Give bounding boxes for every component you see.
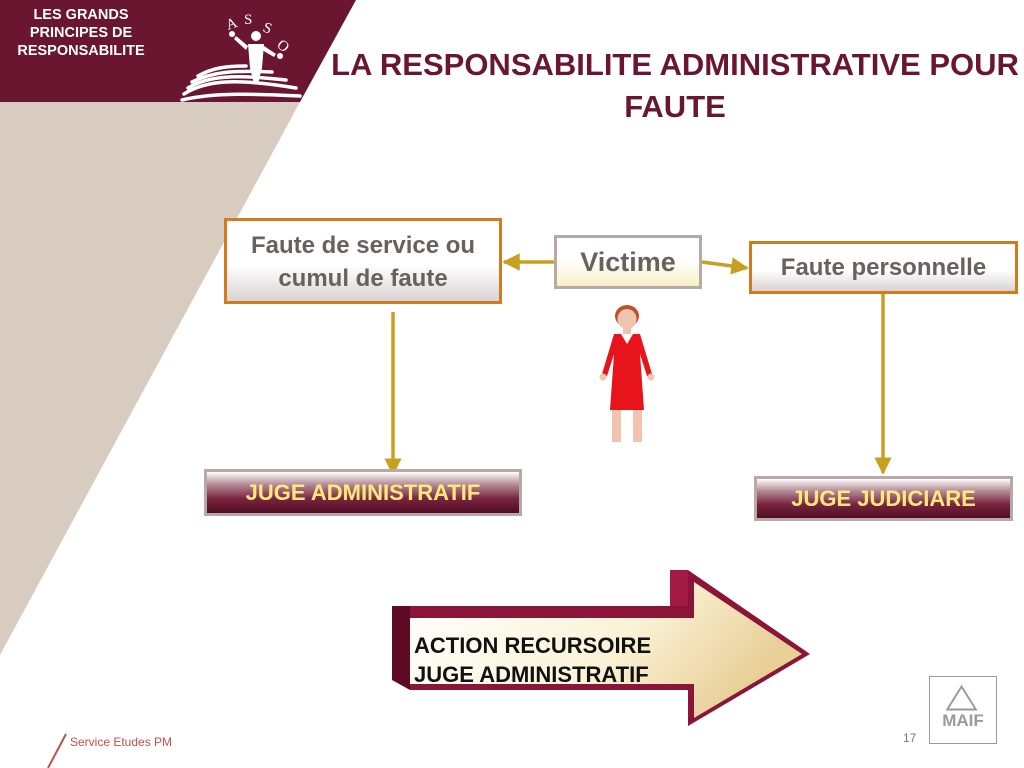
recourse-arrow bbox=[392, 570, 810, 726]
footer-slash-icon bbox=[47, 733, 67, 768]
faute-personnelle-box: Faute personnelle bbox=[749, 241, 1018, 294]
maif-triangle-icon bbox=[945, 684, 978, 711]
faute-service-box: Faute de service ou cumul de faute bbox=[224, 218, 502, 304]
footer-service-label: Service Etudes PM bbox=[70, 735, 173, 749]
page-number: 17 bbox=[903, 731, 917, 745]
victime-box: Victime bbox=[554, 235, 702, 289]
maif-logo-text: MAIF bbox=[942, 711, 984, 730]
juge-judiciaire-box: JUGE JUDICIARE bbox=[754, 476, 1013, 521]
page-title: LA RESPONSABILITE ADMINISTRATIVE POUR FA… bbox=[331, 47, 1019, 124]
section-title: LES GRANDS PRINCIPES DE RESPONSABILITE bbox=[17, 7, 145, 59]
recourse-label: ACTION RECURSOIRE JUGE ADMINISTRATIF bbox=[414, 633, 652, 687]
maif-logo: MAIF bbox=[929, 676, 997, 744]
asso-logo: A S S O bbox=[180, 12, 302, 102]
juggler-icon bbox=[229, 31, 283, 84]
juge-administratif-box: JUGE ADMINISTRATIF bbox=[204, 469, 522, 516]
arrow-victime-to-personnelle bbox=[701, 257, 749, 275]
logo-letter-a: A bbox=[224, 15, 240, 34]
logo-letter-s1: S bbox=[244, 12, 252, 28]
victim-woman-icon bbox=[599, 305, 655, 442]
hand-icon bbox=[180, 64, 302, 102]
